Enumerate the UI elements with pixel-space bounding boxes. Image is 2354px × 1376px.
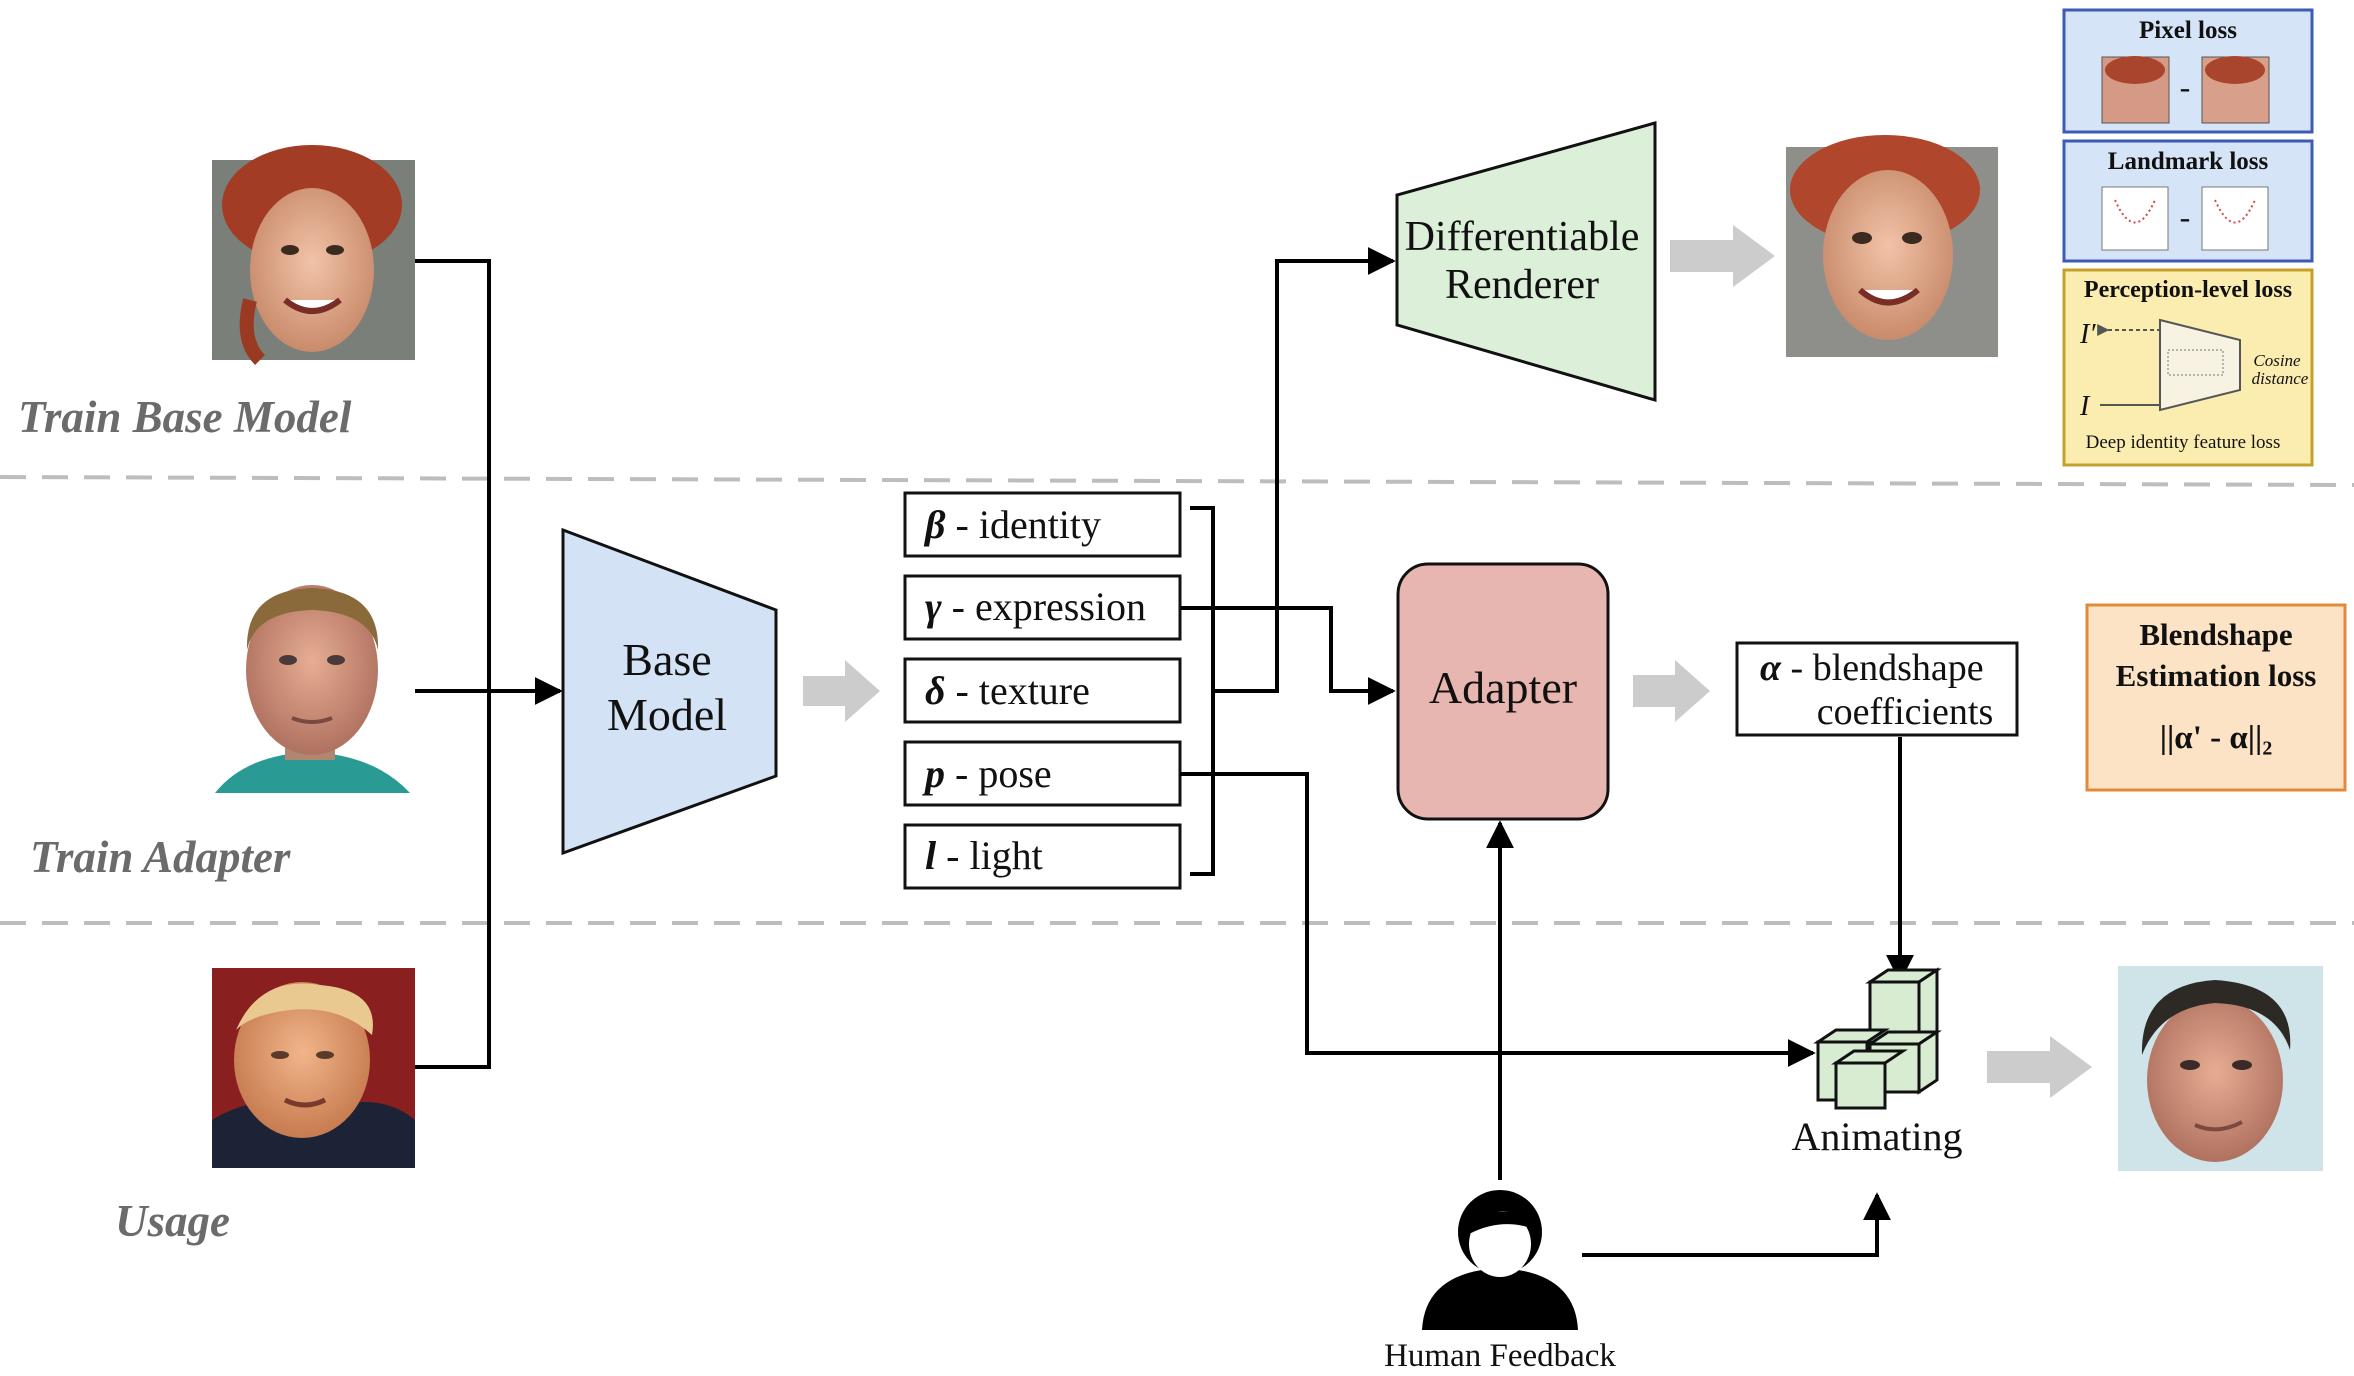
human-feedback-icon: [1422, 1190, 1578, 1330]
renderer-label-line1: Differentiable: [1405, 214, 1640, 260]
input-avatar-render: [215, 585, 410, 793]
adapter-block: Adapter: [1396, 562, 1610, 821]
landmark-thumbnail: [2201, 186, 2269, 251]
gray-arrow: [1633, 660, 1710, 722]
blendshape-label-line1: blendshape: [1813, 647, 1984, 689]
svg-text:γ - expression: γ - expression: [925, 584, 1146, 629]
blendshape-coefficients-box: α - blendshape coefficients: [1735, 641, 2019, 737]
param-light: l - light: [903, 823, 1182, 890]
svg-text:δ - texture: δ - texture: [925, 668, 1090, 713]
stage-label-train-base: Train Base Model: [18, 392, 352, 442]
param-bracket: [1190, 506, 1215, 876]
base-model-label-line2: Model: [607, 689, 727, 740]
stage-label-usage: Usage: [115, 1196, 230, 1246]
perception-loss-box: Perception-level loss I′ I Cosine distan…: [2062, 268, 2314, 467]
rendered-face-output: [1786, 135, 1998, 357]
perception-cosine-1: Cosine: [2253, 351, 2301, 370]
svg-text:β - identity: β - identity: [923, 502, 1101, 547]
flow-lines: [1180, 247, 1914, 1257]
param-symbol: p: [922, 751, 945, 796]
blendshape-label-line2: coefficients: [1817, 691, 1994, 733]
blendshape-loss-box: Blendshape Estimation loss ||α' - α||₂: [2085, 603, 2347, 792]
svg-text:-: -: [2180, 69, 2191, 105]
renderer-label-line2: Renderer: [1445, 262, 1599, 308]
param-symbol: β: [923, 502, 946, 547]
perception-i-prime: I′: [2079, 319, 2096, 350]
blendshape-symbol: α: [1760, 647, 1782, 689]
stage-divider: [0, 475, 2354, 487]
human-feedback-label: Human Feedback: [1384, 1338, 1616, 1374]
input-connectors: [415, 259, 563, 1069]
perception-i: I: [2079, 391, 2091, 422]
blendshape-loss-title2: Estimation loss: [2116, 658, 2317, 693]
perception-footer: Deep identity feature loss: [2086, 432, 2281, 453]
blendshape-loss-title1: Blendshape: [2139, 617, 2292, 652]
svg-text:p - pose: p - pose: [922, 751, 1052, 796]
blendshape-loss-formula: ||α' - α||₂: [2160, 720, 2273, 756]
base-model-label-line1: Base: [622, 634, 711, 685]
gray-arrow: [1987, 1036, 2092, 1098]
param-label: expression: [975, 584, 1146, 629]
param-label: identity: [979, 502, 1101, 547]
base-model-block: Base Model: [561, 527, 778, 856]
perception-cosine-2: distance: [2252, 369, 2309, 388]
perception-loss-title: Perception-level loss: [2084, 277, 2292, 303]
svg-text:α - blendshape: α - blendshape: [1760, 647, 1984, 689]
pixel-loss-box: Pixel loss -: [2062, 8, 2314, 134]
pixel-loss-title: Pixel loss: [2139, 17, 2237, 44]
param-label: light: [969, 833, 1042, 878]
gray-arrow: [803, 660, 880, 722]
param-label: texture: [979, 668, 1090, 713]
svg-text:-: -: [2180, 199, 2191, 235]
param-symbol: l: [925, 833, 937, 878]
parameter-list: β - identity γ - expression δ - texture …: [903, 491, 1182, 890]
param-symbol: δ: [925, 668, 946, 713]
svg-text:l - light: l - light: [925, 833, 1043, 878]
animating-label: Animating: [1791, 1114, 1962, 1159]
input-face-photo-man: [212, 968, 415, 1168]
landmark-loss-box: Landmark loss -: [2062, 139, 2314, 263]
differentiable-renderer-block: Differentiable Renderer: [1395, 121, 1657, 402]
landmark-loss-title: Landmark loss: [2108, 148, 2269, 175]
animating-cubes-icon: [1813, 967, 1942, 1110]
param-pose: p - pose: [903, 740, 1182, 807]
param-expression: γ - expression: [903, 574, 1182, 641]
stage-label-train-adapter: Train Adapter: [30, 832, 291, 882]
gray-arrow: [1670, 225, 1775, 287]
input-face-photo-woman: [212, 145, 415, 365]
param-identity: β - identity: [903, 491, 1182, 558]
adapter-label: Adapter: [1429, 662, 1577, 713]
identity-network-icon: [2159, 318, 2241, 412]
param-symbol: γ: [925, 584, 942, 629]
param-label: pose: [978, 751, 1051, 796]
landmark-thumbnail: [2101, 186, 2169, 251]
output-avatar-render: [2118, 966, 2323, 1171]
param-texture: δ - texture: [903, 657, 1182, 724]
